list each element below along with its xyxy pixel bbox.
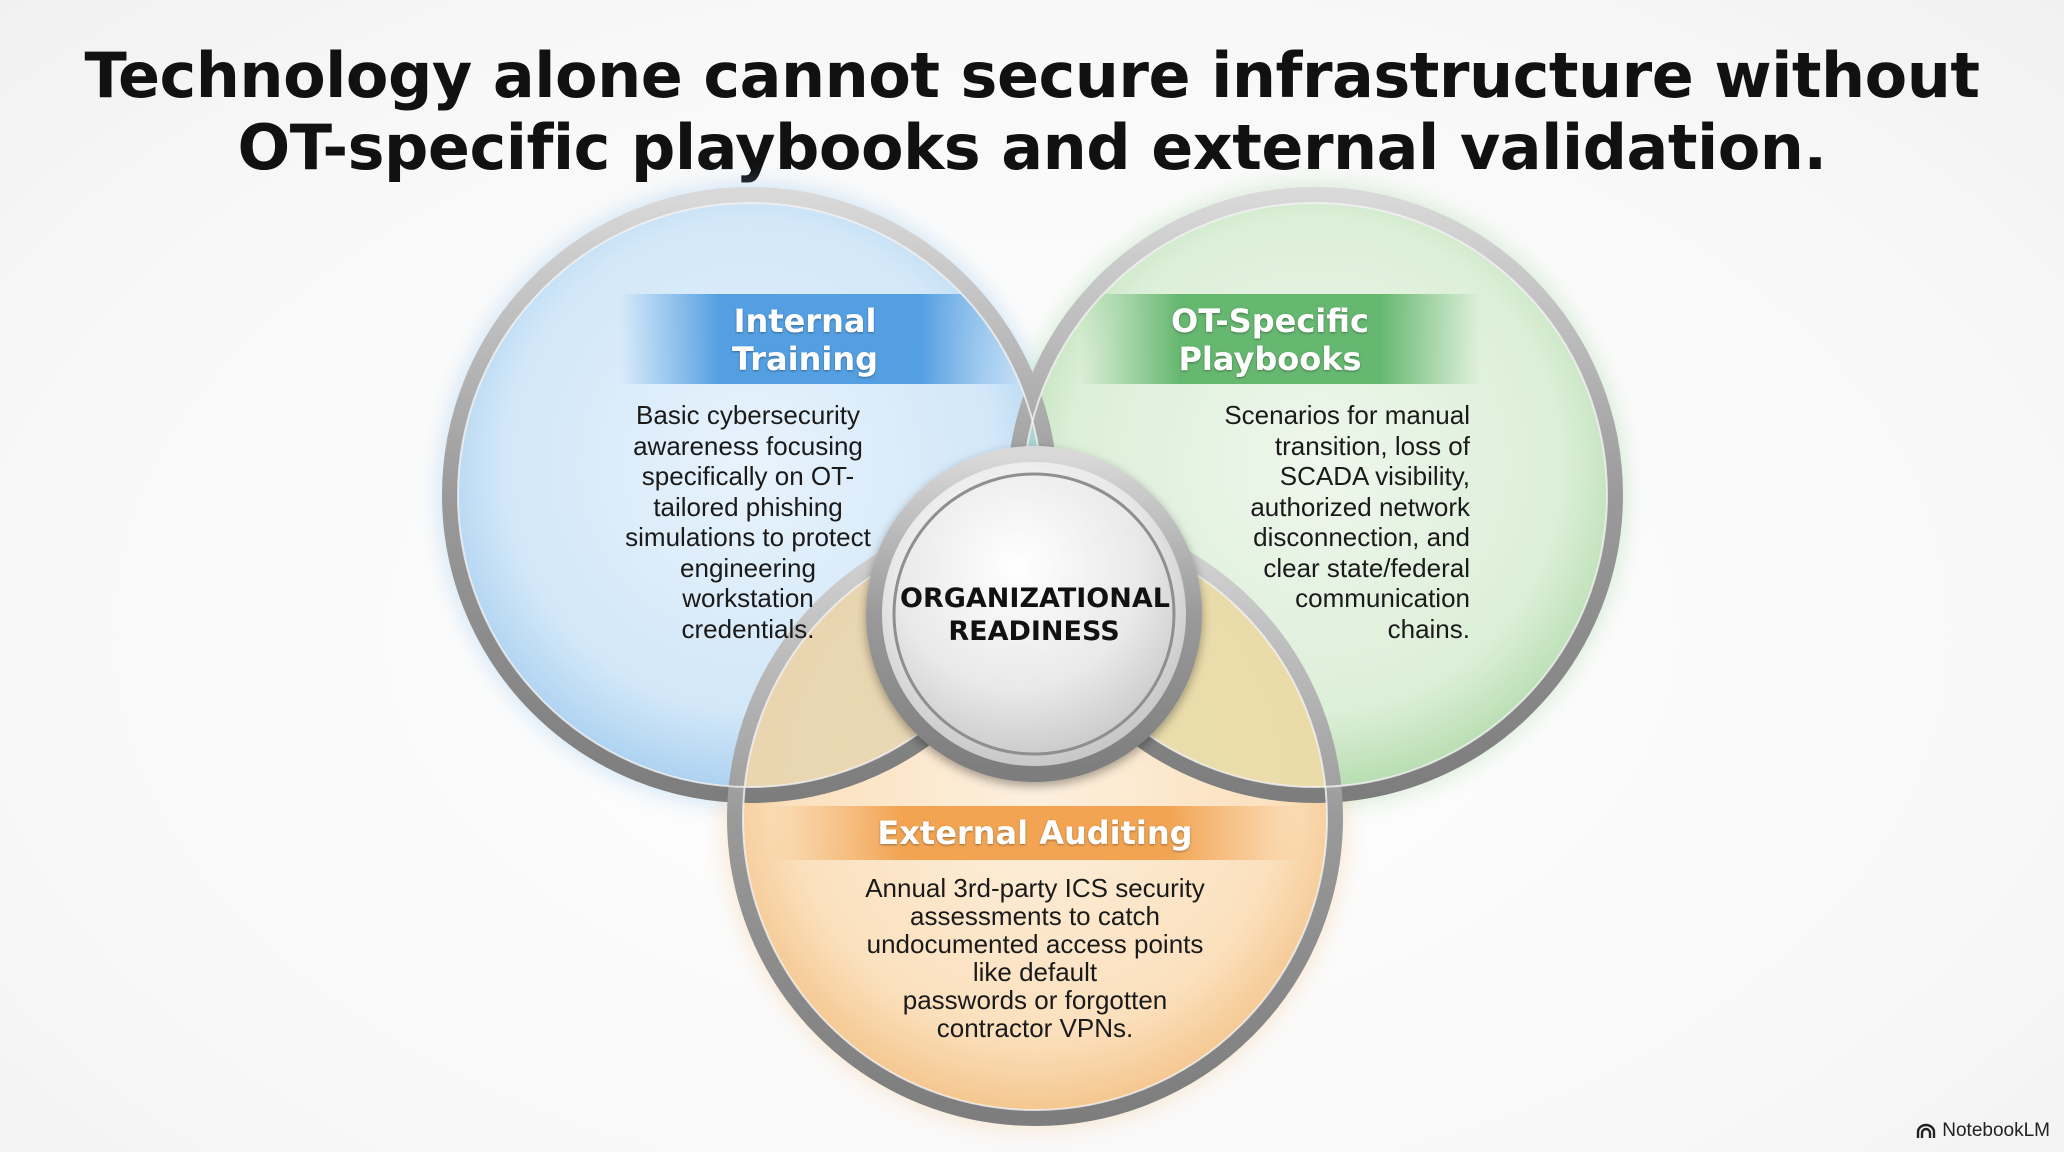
external-auditing-title: External Auditing	[877, 814, 1193, 852]
ot-playbooks-title-band	[1080, 294, 1480, 384]
brand-name: NotebookLM	[1942, 1120, 2050, 1141]
internal-training-description: Basic cybersecurity awareness focusing s…	[625, 400, 871, 644]
internal-training-title-line-1: Internal	[733, 302, 877, 340]
internal-training-title-band	[620, 294, 1020, 384]
external-auditing-title-band	[770, 806, 1300, 860]
slide-title: Technology alone cannot secure infrastru…	[0, 40, 2064, 184]
center-medallion	[866, 446, 1202, 782]
slide-title-line-2: OT-specific playbooks and external valid…	[237, 111, 1828, 184]
ot-playbooks-title: OT-Specific Playbooks	[1150, 302, 1390, 378]
ot-playbooks-title-line-1: OT-Specific	[1171, 302, 1369, 340]
notebooklm-logo-icon	[1916, 1123, 1936, 1139]
internal-training-title: Internal Training	[700, 302, 910, 378]
slide-title-line-1: Technology alone cannot secure infrastru…	[84, 39, 1980, 112]
internal-training-title-line-2: Training	[731, 340, 879, 378]
external-auditing-description: Annual 3rd-party ICS security assessment…	[865, 873, 1205, 1043]
center-label-line-2: READINESS	[948, 616, 1120, 647]
center-inner-ring	[892, 472, 1176, 756]
ot-playbooks-title-line-2: Playbooks	[1178, 340, 1362, 378]
notebooklm-watermark: NotebookLM	[1916, 1120, 2050, 1142]
ot-playbooks-description: Scenarios for manual transition, loss of…	[1224, 400, 1470, 644]
center-label-line-1: ORGANIZATIONAL	[900, 583, 1170, 614]
organizational-readiness-label: ORGANIZATIONAL READINESS	[900, 582, 1170, 648]
